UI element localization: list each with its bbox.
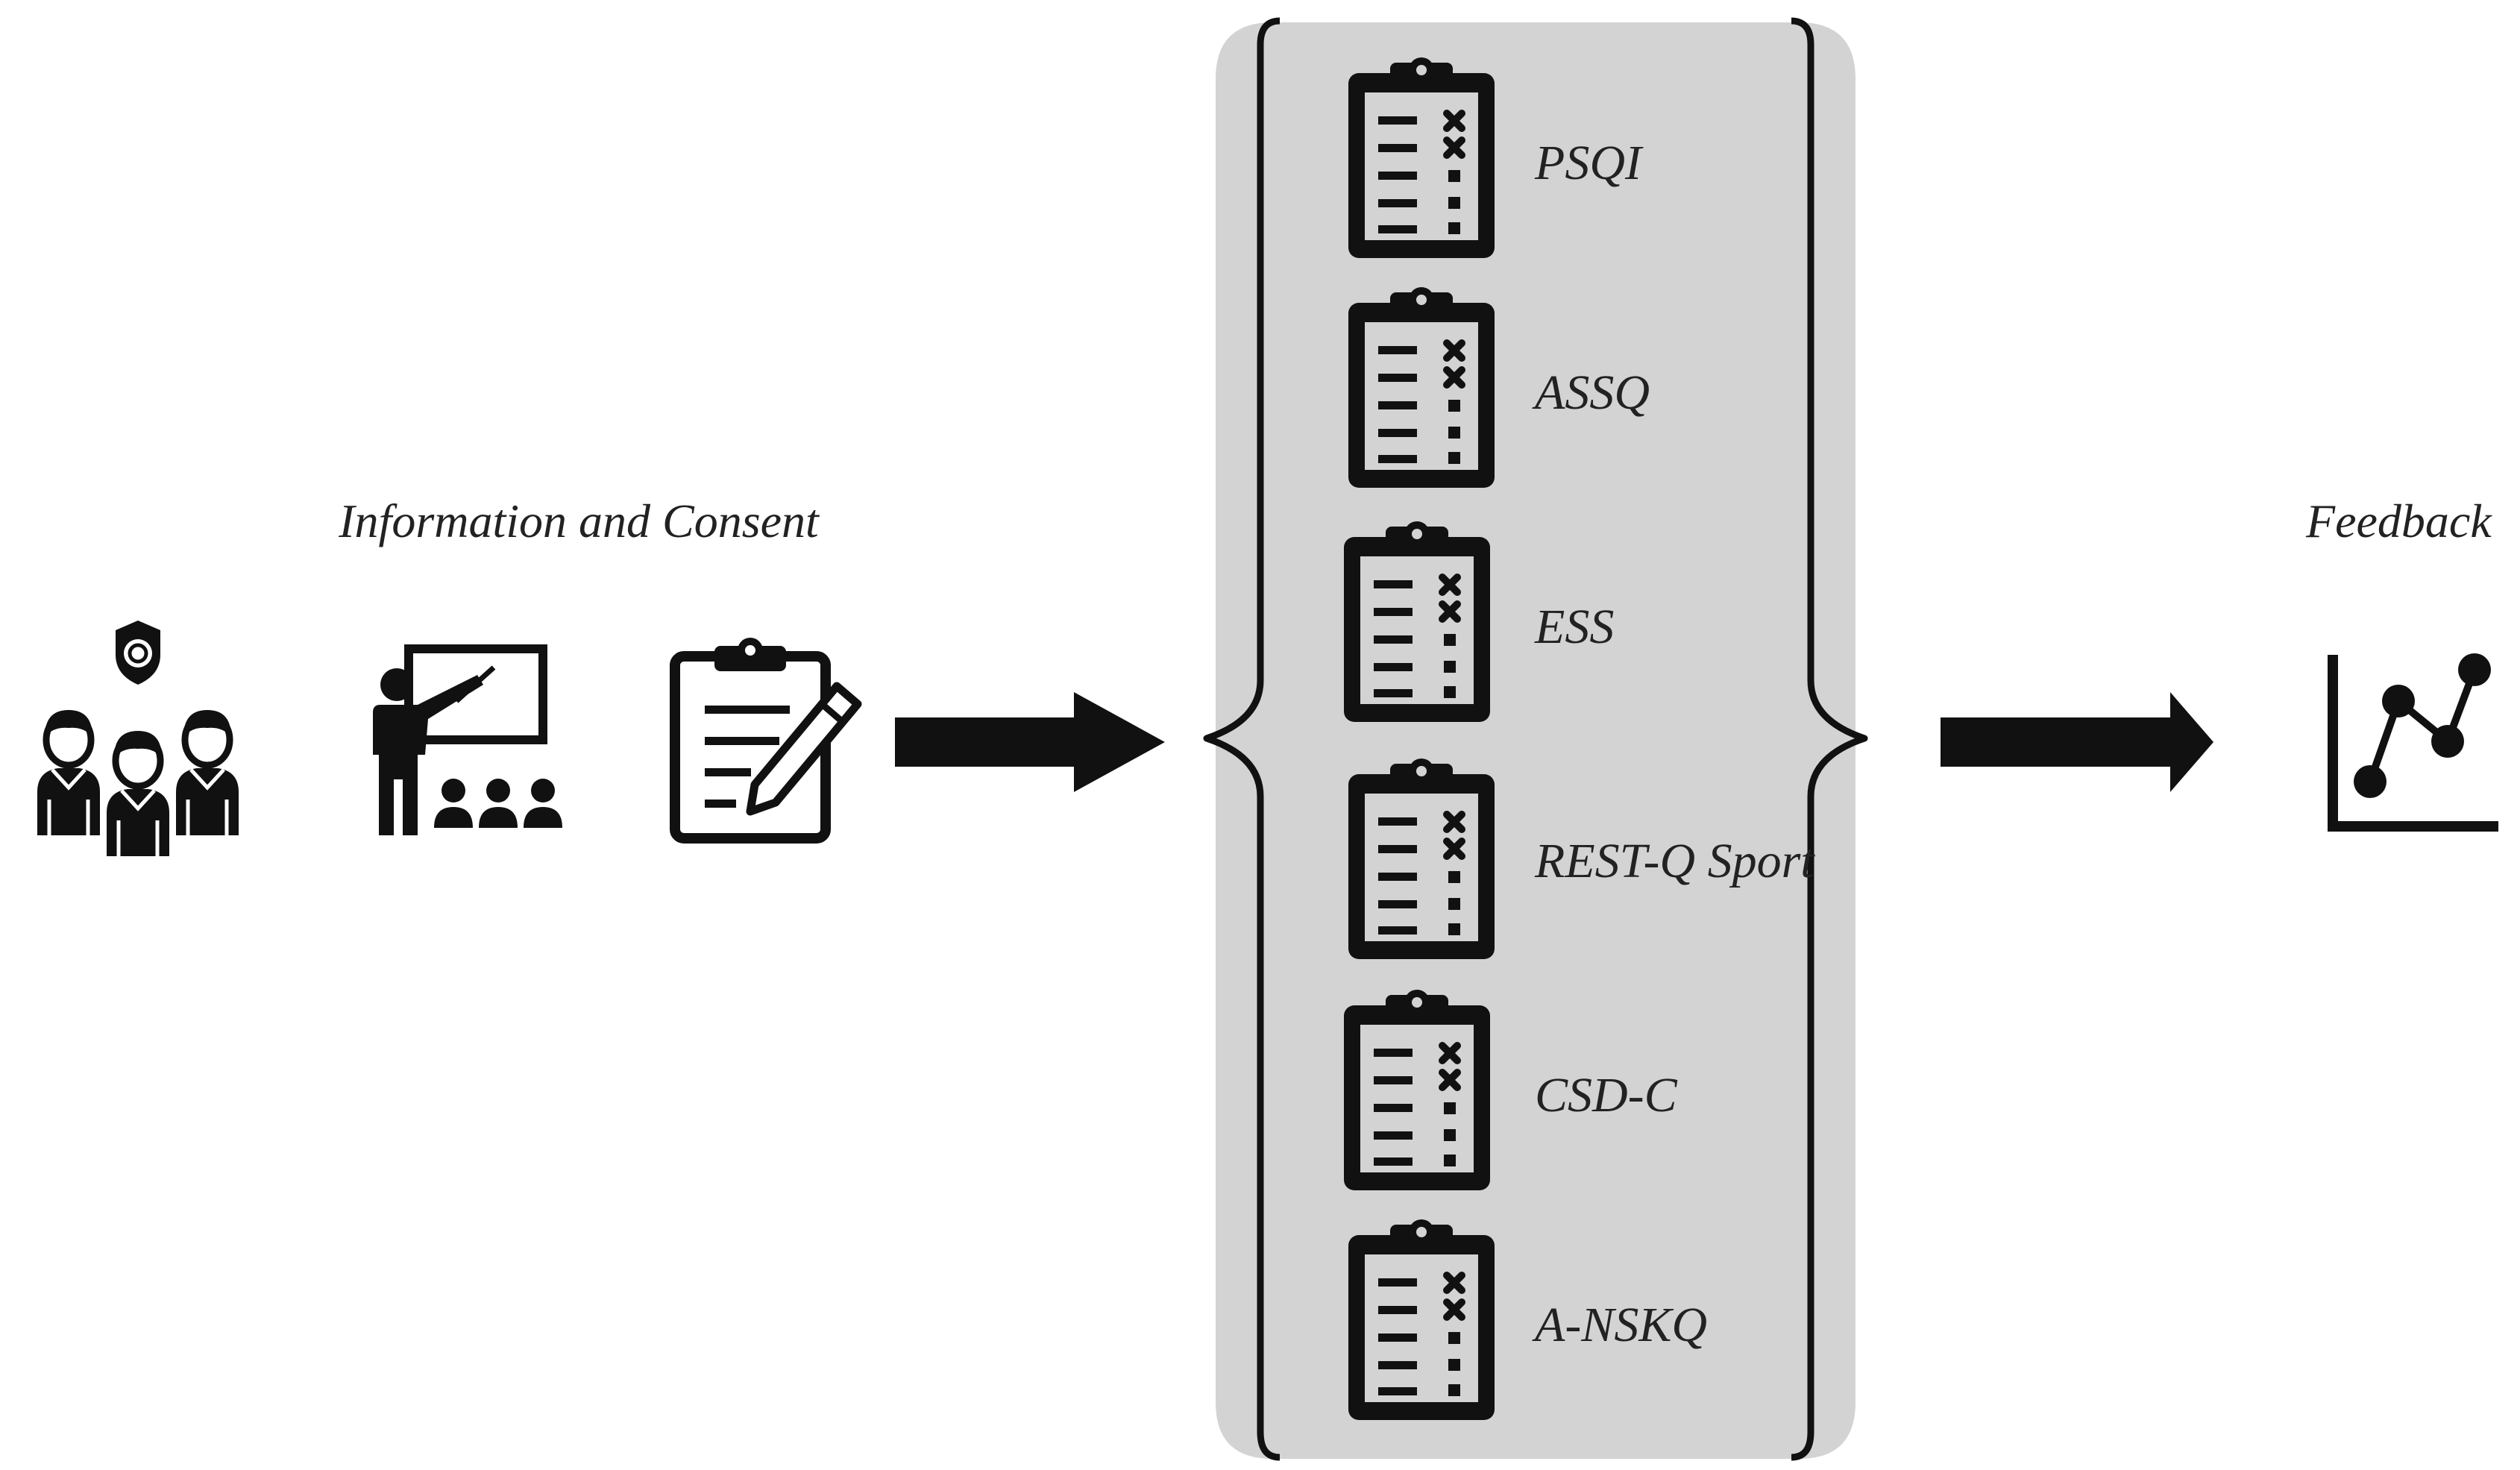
clipboard-pen-icon: [670, 638, 862, 844]
checklist-icon: [1348, 287, 1495, 488]
questionnaire-label: CSD-C: [1535, 1068, 1678, 1122]
arrow-to-questionnaires: [895, 692, 1165, 792]
questionnaire-label: REST-Q Sport: [1534, 834, 1815, 888]
football-team-icon: [37, 621, 239, 856]
questionnaire-item: REST-Q Sport: [1348, 758, 1815, 959]
right-brace: [1791, 17, 1868, 1461]
arrow-to-feedback: [1941, 692, 2213, 792]
questionnaire-label: PSQI: [1534, 136, 1644, 190]
questionnaire-item: PSQI: [1348, 57, 1644, 258]
checklist-icon: [1348, 1219, 1495, 1420]
questionnaire-label: A-NSKQ: [1532, 1298, 1707, 1352]
checklist-icon: [1344, 990, 1490, 1190]
presentation-icon: [373, 644, 562, 835]
questionnaire-item: A-NSKQ: [1348, 1219, 1707, 1420]
questionnaire-item: ASSQ: [1348, 287, 1650, 488]
checklist-icon: [1348, 758, 1495, 959]
checklist-icon: [1344, 521, 1490, 722]
questionnaire-label: ESS: [1534, 600, 1614, 654]
questionnaire-item: CSD-C: [1344, 990, 1678, 1190]
questionnaire-label: ASSQ: [1532, 365, 1650, 420]
info-consent-label: Information and Consent: [338, 494, 820, 547]
questionnaire-panel: [1203, 17, 1868, 1461]
feedback-label: Feedback: [2305, 494, 2492, 547]
left-brace: [1203, 17, 1281, 1461]
checklist-icon: [1348, 57, 1495, 258]
questionnaire-item: ESS: [1344, 521, 1614, 722]
line-graph-icon: [2328, 653, 2498, 832]
